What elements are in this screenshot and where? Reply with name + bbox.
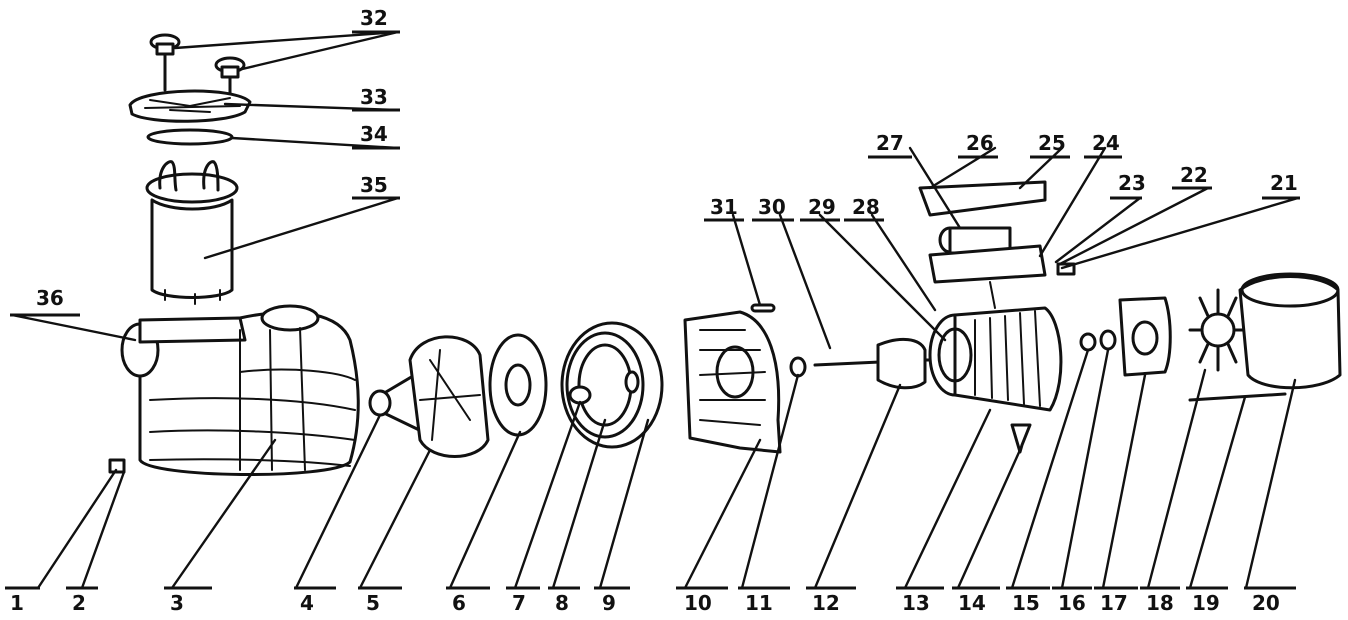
label-24: 24: [1092, 131, 1120, 155]
label-18: 18: [1146, 591, 1174, 615]
part-33-lid: [128, 89, 252, 123]
leader-lines: [10, 30, 1300, 590]
part-34-oring: [146, 128, 234, 146]
label-32: 32: [360, 6, 388, 30]
part-24-capacitor-box: [928, 226, 1047, 309]
label-35: 35: [360, 173, 388, 197]
label-34: 34: [360, 122, 388, 146]
part-20-fan-cover: [1238, 272, 1342, 390]
label-33: 33: [360, 85, 388, 109]
label-12: 12: [812, 591, 840, 615]
label-2: 2: [72, 591, 86, 615]
part-18-fan: [1188, 288, 1248, 372]
part-31-key: [750, 303, 776, 313]
label-23: 23: [1118, 171, 1146, 195]
part-labels: 1 2 3 4 5 6 7 8 9 10 11 12 13 14 15 16 1…: [5, 6, 1300, 615]
label-3: 3: [170, 591, 184, 615]
part-19-screw: [1188, 392, 1287, 402]
part-14-foot: [1010, 423, 1032, 454]
label-16: 16: [1058, 591, 1086, 615]
part-6-impeller: [488, 333, 548, 437]
label-30: 30: [758, 195, 786, 219]
label-5: 5: [366, 591, 380, 615]
label-28: 28: [852, 195, 880, 219]
label-14: 14: [958, 591, 986, 615]
label-26: 26: [966, 131, 994, 155]
part-5-diffuser-plate: [408, 335, 490, 458]
part-7-9-seal-plate: [560, 321, 664, 449]
part-15-bearing: [1079, 332, 1097, 352]
label-19: 19: [1192, 591, 1220, 615]
label-1: 1: [10, 591, 24, 615]
label-4: 4: [300, 591, 314, 615]
part-11-seal: [789, 356, 807, 378]
part-16-washer: [1099, 329, 1117, 351]
label-21: 21: [1270, 171, 1298, 195]
label-36: 36: [36, 286, 64, 310]
part-13-motor-body: [928, 306, 1063, 412]
label-25: 25: [1038, 131, 1066, 155]
label-8: 8: [555, 591, 569, 615]
label-22: 22: [1180, 163, 1208, 187]
label-10: 10: [684, 591, 712, 615]
part-17-end-shield: [1118, 296, 1172, 377]
part-25-box-cover: [918, 180, 1047, 217]
label-20: 20: [1252, 591, 1280, 615]
part-3-pump-housing: [108, 304, 360, 476]
label-13: 13: [902, 591, 930, 615]
part-21-gland: [1056, 262, 1076, 276]
label-29: 29: [808, 195, 836, 219]
label-6: 6: [452, 591, 466, 615]
label-15: 15: [1012, 591, 1040, 615]
label-9: 9: [602, 591, 616, 615]
label-11: 11: [745, 591, 773, 615]
label-27: 27: [876, 131, 904, 155]
label-7: 7: [512, 591, 526, 615]
part-12-rotor: [813, 337, 940, 390]
label-17: 17: [1100, 591, 1128, 615]
label-31: 31: [710, 195, 738, 219]
part-35-basket: [145, 160, 239, 305]
part-10-bracket: [683, 310, 782, 454]
